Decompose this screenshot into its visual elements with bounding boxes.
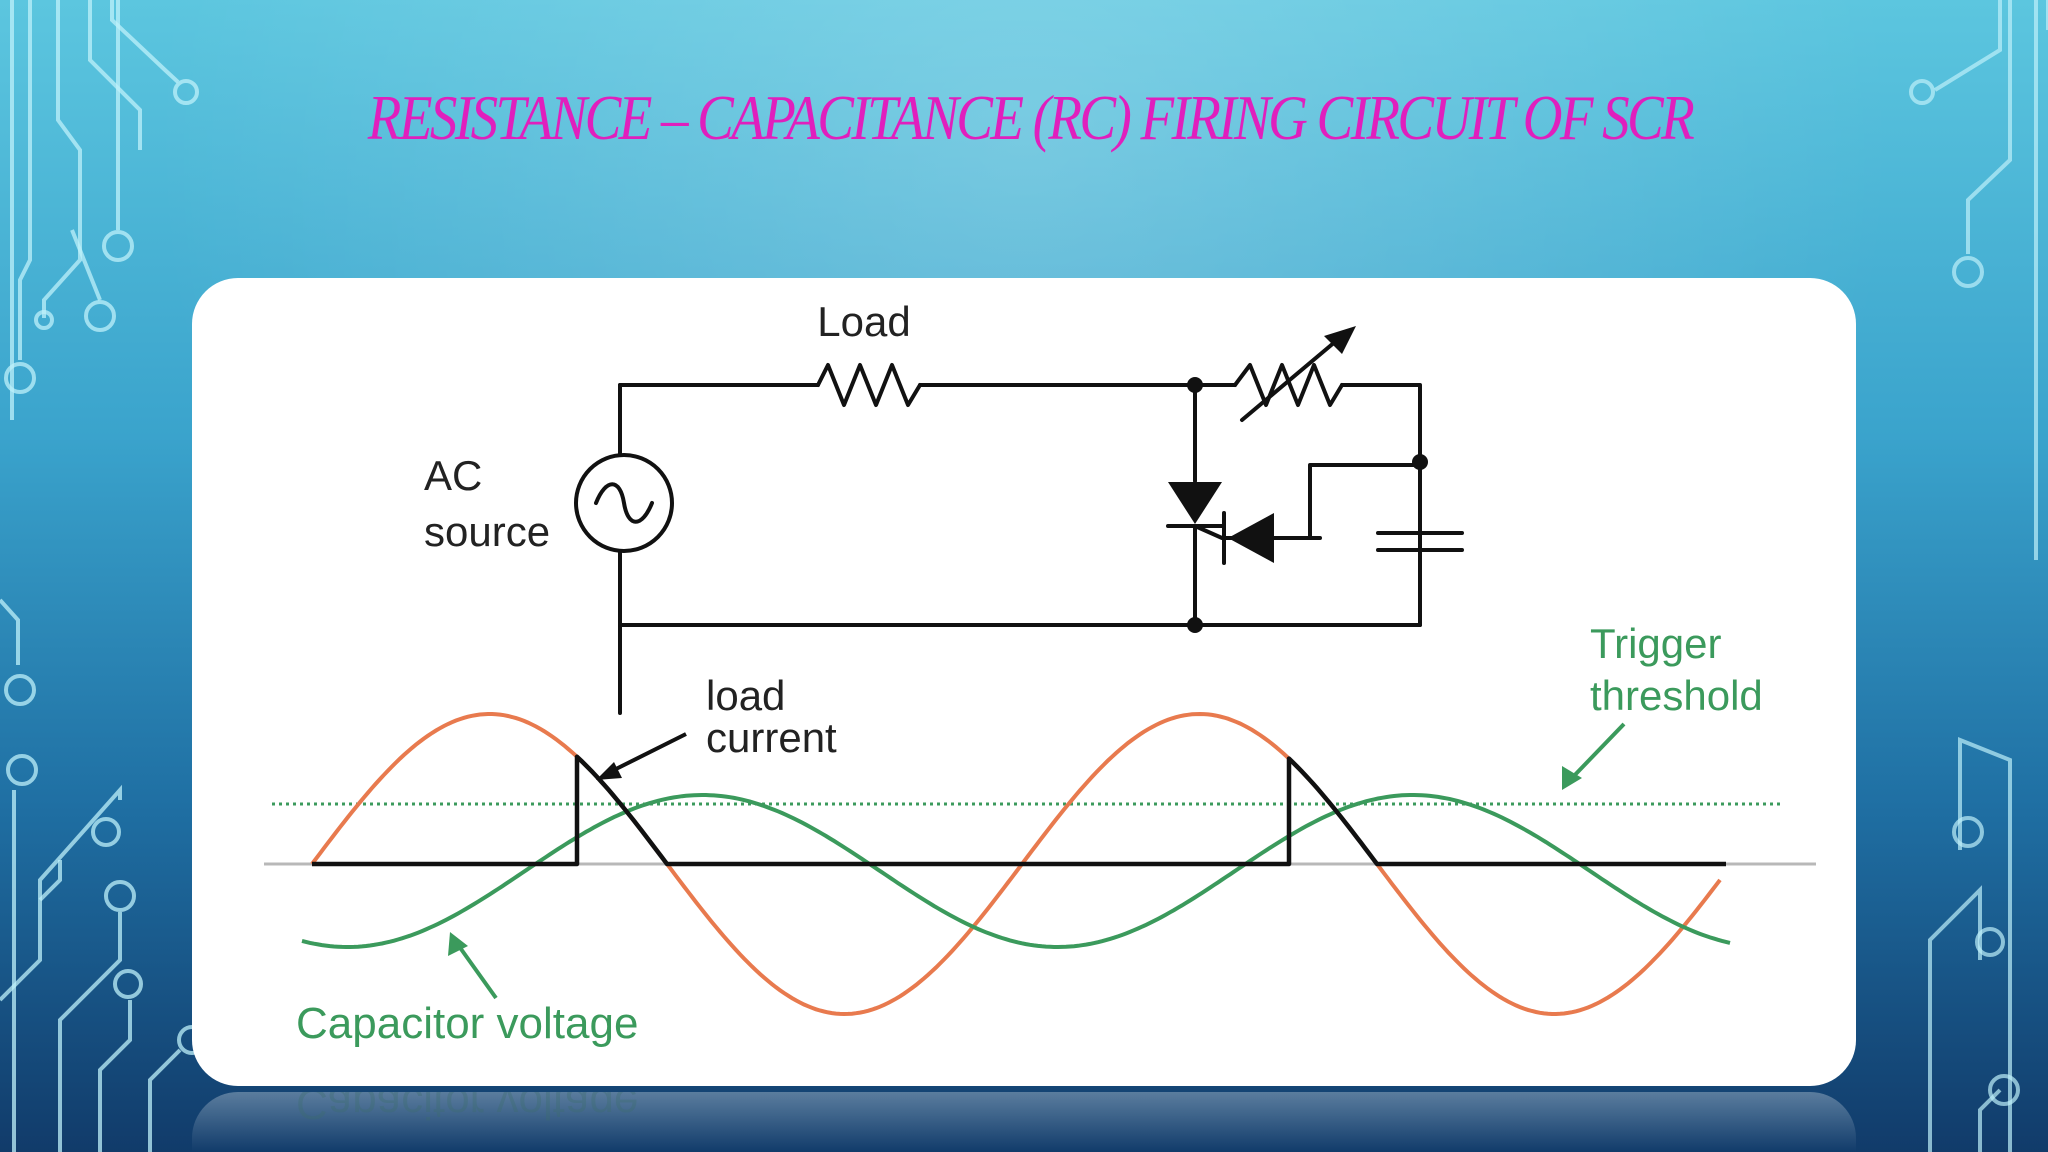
ac-source-label-line2: source	[424, 508, 550, 555]
load-current-arrowhead	[596, 762, 622, 780]
threshold-arrow	[1568, 722, 1626, 782]
capacitor-voltage-arrow	[454, 940, 498, 1000]
capacitor-voltage-arrowhead	[448, 932, 468, 956]
variable-resistor-arrow-line	[1240, 334, 1344, 422]
slide-title: Resistance – Capacitance (RC) Firing Cir…	[367, 82, 1695, 153]
ac-source-label-line1: AC	[424, 452, 482, 499]
junction-top	[1187, 377, 1203, 393]
variable-resistor-arrowhead	[1324, 326, 1356, 354]
ac-sine-glyph	[594, 482, 654, 524]
circuit-filled-symbols	[1168, 326, 1428, 633]
diagram-card: Load AC source load current Trigger thre…	[192, 278, 1856, 1086]
junction-bottom	[1187, 617, 1203, 633]
card-reflection: Capacitor voltage	[192, 1092, 1856, 1152]
capacitor-voltage-wave	[301, 793, 1731, 949]
capacitor-voltage-label: Capacitor voltage	[296, 999, 638, 1048]
source-voltage-wave	[310, 711, 1722, 1017]
rc-firing-circuit-diagram: Load AC source load current Trigger thre…	[264, 298, 1816, 1048]
trigger-label-line2: threshold	[1590, 672, 1763, 719]
threshold-arrowhead	[1562, 766, 1582, 790]
load-resistor	[816, 363, 922, 407]
load-current-label-line1: load	[706, 672, 785, 719]
junction-right	[1412, 454, 1428, 470]
circuit-schematic	[574, 334, 1464, 715]
load-current-arrow	[609, 732, 687, 774]
trigger-label-line1: Trigger	[1590, 620, 1721, 667]
reflection-text: Capacitor voltage	[296, 1092, 639, 1128]
waveforms	[264, 711, 1816, 1017]
wire-diode-to-cap	[1268, 463, 1422, 540]
scr-triangle	[1168, 482, 1222, 524]
wire-top-right	[1340, 383, 1422, 462]
load-current-label-line2: current	[706, 714, 837, 761]
gate-diode-triangle	[1228, 513, 1274, 563]
load-label: Load	[817, 298, 910, 345]
variable-resistor	[1233, 363, 1344, 407]
load-current-wave	[312, 754, 1726, 867]
